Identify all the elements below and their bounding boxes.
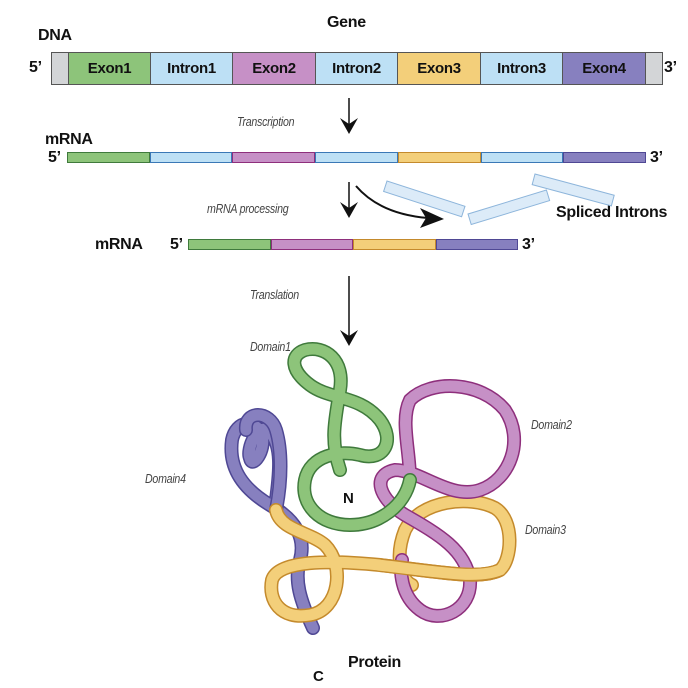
dna-exon4: Exon4 [563, 53, 646, 84]
n-terminus-label: N [343, 490, 354, 507]
spliced-intron-3 [467, 189, 551, 226]
splicing-arrow [355, 185, 444, 228]
domain1-label: Domain1 [250, 340, 291, 354]
pre-mrna-five-prime: 5’ [48, 149, 61, 166]
pre-mrna-segment-intron-1 [149, 152, 233, 163]
translation-arrow [340, 276, 358, 346]
protein-domain3-overlap [377, 558, 505, 582]
processing-arrow [340, 182, 358, 218]
pre-mrna-segment-exon4-6 [563, 152, 647, 163]
domain4-label: Domain4 [145, 472, 186, 486]
protein-domain1 [287, 342, 417, 533]
mature-mrna-segment-exon2-1 [270, 239, 353, 250]
pre-mrna-segment-exon3-4 [397, 152, 481, 163]
dna-exon3: Exon3 [398, 53, 481, 84]
dna-gene-bar: Exon1 Intron1 Exon2 Intron2 Exon3 Intron… [51, 52, 663, 85]
pre-mrna-label: mRNA [45, 131, 93, 148]
gene-title: Gene [327, 14, 366, 31]
transcription-label: Transcription [237, 115, 295, 129]
spliced-introns [382, 173, 615, 226]
pre-mrna-segment-intron-3 [315, 152, 398, 163]
domain2-label: Domain2 [531, 418, 572, 432]
spliced-intron-2 [531, 173, 615, 207]
dna-intron3: Intron3 [481, 53, 563, 84]
mature-mrna-segment-exon3-2 [353, 239, 436, 250]
processing-label: mRNA processing [207, 202, 289, 216]
mature-mrna-strand [188, 239, 518, 250]
mature-mrna-segment-exon1-0 [188, 239, 271, 250]
dna-intron1: Intron1 [151, 53, 233, 84]
protein-domain4 [224, 408, 320, 635]
pre-mrna-segment-exon2-2 [232, 152, 316, 163]
mature-mrna-three-prime: 3’ [522, 236, 535, 253]
mature-mrna-segment-exon4-3 [435, 239, 518, 250]
protein-domain2 [373, 379, 521, 623]
pre-mrna-segment-exon1-0 [67, 152, 150, 163]
dna-five-prime: 5’ [29, 59, 42, 76]
pre-mrna-strand [67, 152, 647, 163]
transcription-arrow [340, 98, 358, 134]
spliced-introns-label: Spliced Introns [556, 204, 668, 221]
dna-label: DNA [38, 27, 72, 44]
dna-exon1: Exon1 [69, 53, 151, 84]
c-terminus-label: C [313, 668, 324, 685]
dna-exon2: Exon2 [233, 53, 316, 84]
domain3-label: Domain3 [525, 523, 566, 537]
translation-label: Translation [250, 288, 299, 302]
dna-utr-3 [646, 53, 662, 84]
protein-label: Protein [348, 654, 402, 671]
spliced-intron-1 [382, 180, 466, 218]
pre-mrna-segment-intron-5 [480, 152, 564, 163]
dna-utr-5 [52, 53, 69, 84]
mature-mrna-label: mRNA [95, 236, 143, 253]
mature-mrna-five-prime: 5’ [170, 236, 183, 253]
dna-three-prime: 3’ [664, 59, 677, 76]
pre-mrna-three-prime: 3’ [650, 149, 663, 166]
dna-intron2: Intron2 [316, 53, 398, 84]
